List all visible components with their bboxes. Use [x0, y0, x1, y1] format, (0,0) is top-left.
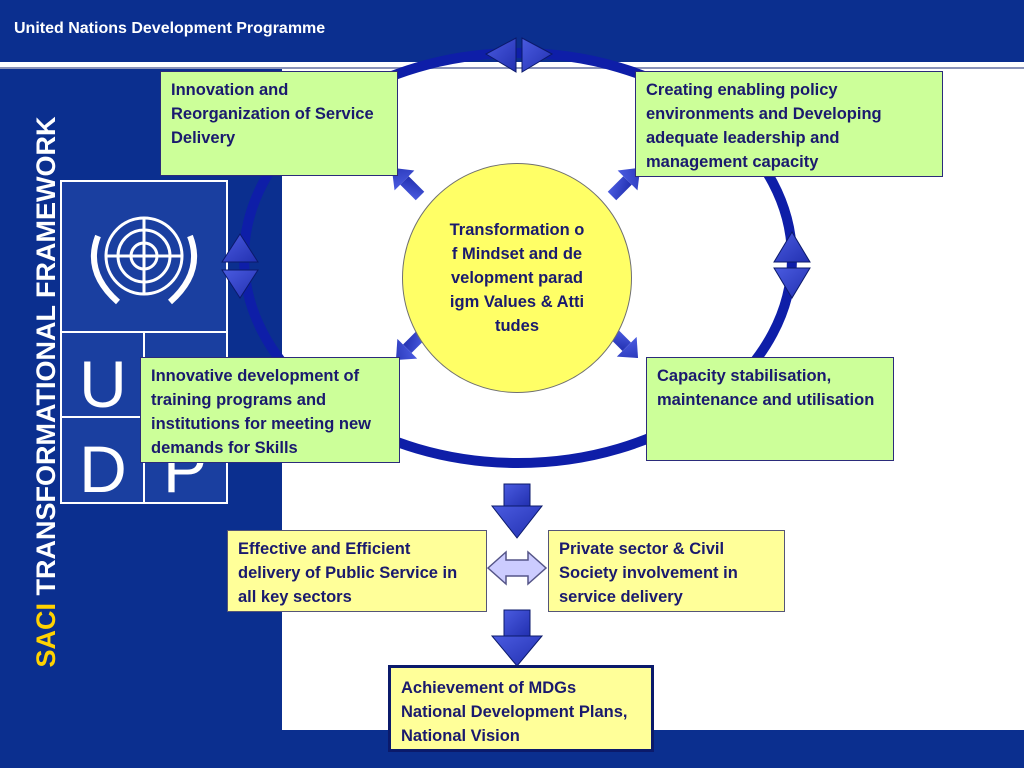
center-circle: Transformation of Mindset and developmen… — [402, 163, 632, 393]
ring-arrows-right — [773, 231, 811, 299]
box-enabling-policy: Creating enabling policy environments an… — [635, 71, 943, 177]
box-effective-delivery: Effective and Efficient delivery of Publ… — [227, 530, 487, 612]
double-arrow-horizontal — [486, 550, 548, 586]
ring-arrows-left — [221, 233, 259, 299]
header-title: United Nations Development Programme — [14, 20, 326, 37]
arrow-to-top-right — [607, 167, 641, 201]
un-emblem-icon — [91, 216, 197, 305]
arrow-down-to-final — [490, 609, 544, 667]
logo-letter-u: U — [79, 347, 127, 421]
box-innovative-training: Innovative development of training progr… — [140, 357, 400, 463]
box-private-sector: Private sector & Civil Society involveme… — [548, 530, 785, 612]
box-achievement-mdgs: Achievement of MDGs National Development… — [388, 665, 654, 752]
ring-arrows-top — [484, 37, 554, 73]
box-innovation-reorganization: Innovation and Reorganization of Service… — [160, 71, 398, 176]
arrow-down-to-outcomes — [490, 483, 544, 539]
center-text: Transformation of Mindset and developmen… — [449, 221, 585, 335]
logo-letter-d: D — [79, 432, 127, 502]
box-capacity-stabilisation: Capacity stabilisation, maintenance and … — [646, 357, 894, 461]
